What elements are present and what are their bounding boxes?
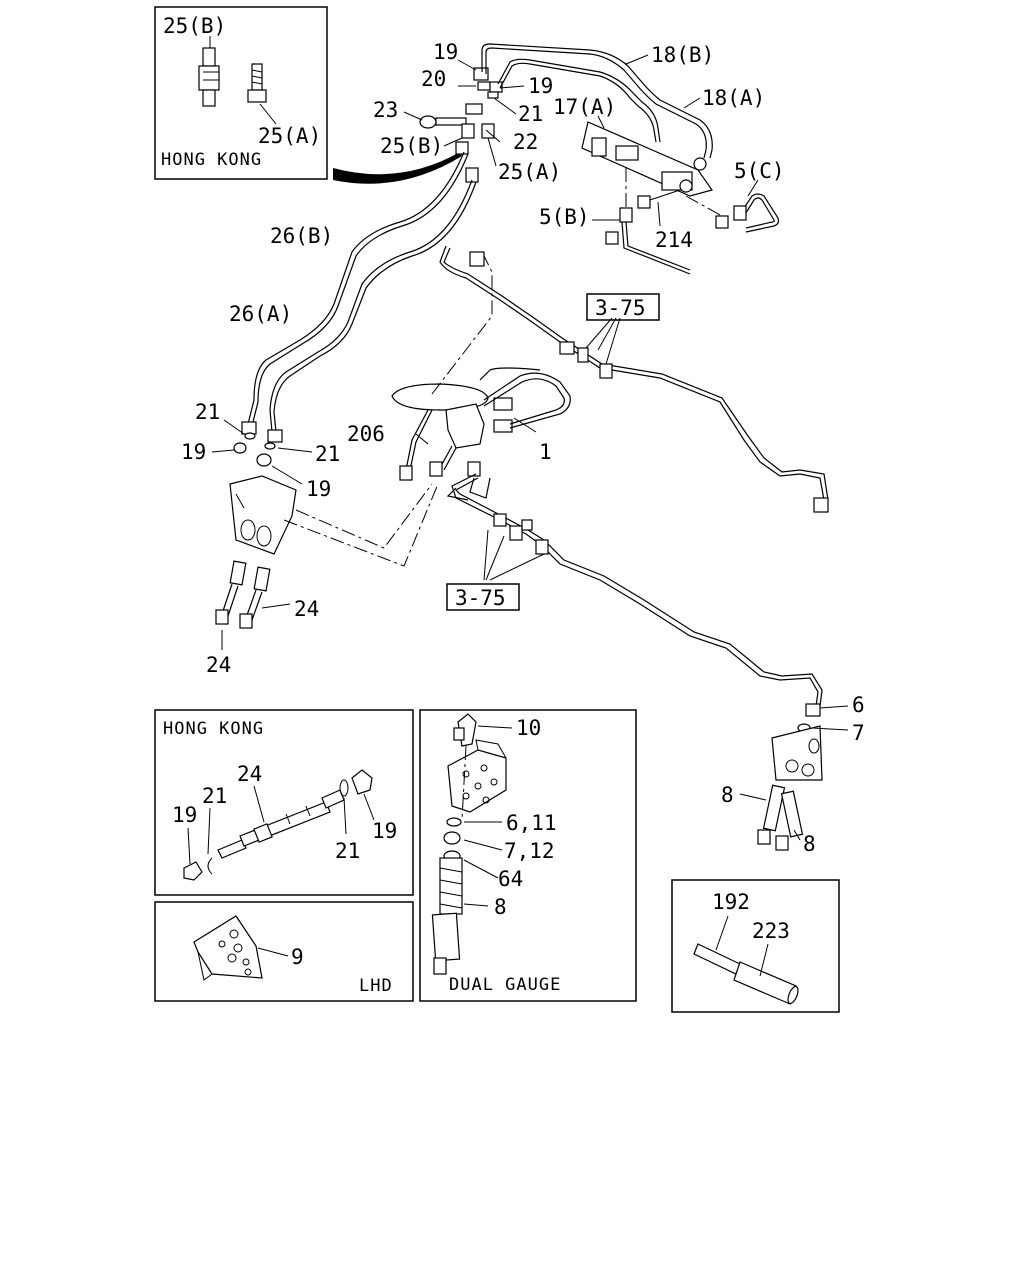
arrow-pointer (333, 152, 462, 184)
leaders-top (403, 54, 759, 227)
label-8-dual: 8 (494, 895, 507, 919)
label-10: 10 (516, 716, 541, 740)
caption-hong-kong: HONG KONG (161, 150, 262, 170)
callout-5b: 5(B) (539, 205, 590, 229)
pipe-5b (605, 207, 691, 275)
callouts: 19 20 19 21 22 23 25(B) 25(A) 18(B) 18(A… (181, 40, 865, 856)
sleeve-223 (733, 961, 797, 1005)
label-7-12: 7,12 (504, 839, 555, 863)
callout-206: 206 (347, 422, 385, 446)
pipe-5c (715, 193, 780, 233)
label-25b: 25(B) (163, 14, 226, 38)
bracket-left (229, 475, 297, 555)
valve-assembly-17a (581, 121, 713, 209)
clip-21-left (207, 857, 213, 875)
caption-dual-gauge: DUAL GAUGE (449, 975, 561, 995)
inset-dual-gauge: 10 6,11 7,12 64 8 DUAL GAUGE (419, 709, 637, 1002)
pipe-26 (241, 151, 477, 443)
caption-hong-kong-2: HONG KONG (163, 719, 264, 739)
pipe-upper-right (439, 245, 829, 513)
label-19-detail-a: 19 (172, 803, 197, 827)
callout-25a: 25(A) (498, 160, 561, 184)
inset-lhd: 9 LHD (154, 901, 414, 1002)
fittings-left (211, 419, 313, 485)
label-9: 9 (291, 945, 304, 969)
pipe-18 (481, 43, 713, 159)
pipe-lower (451, 473, 823, 707)
callout-6: 6 (852, 693, 865, 717)
label-223: 223 (752, 919, 790, 943)
clip-21-right (339, 779, 349, 797)
callout-21c: 21 (315, 442, 340, 466)
callout-19d: 19 (306, 477, 331, 501)
callout-18b: 18(B) (651, 43, 714, 67)
bracket-9 (193, 915, 263, 979)
callout-8a: 8 (721, 783, 734, 807)
fitting-25b (198, 47, 220, 107)
junction-block (419, 67, 503, 183)
callout-24b: 24 (206, 653, 231, 677)
ref-box-upper[interactable] (586, 293, 660, 321)
callout-21a: 21 (518, 102, 543, 126)
label-192: 192 (712, 890, 750, 914)
callout-23: 23 (373, 98, 398, 122)
callout-19b: 19 (528, 74, 553, 98)
inset-hose-detail: 192 223 (671, 879, 840, 1013)
hose-24-detail (217, 789, 345, 859)
callout-214: 214 (655, 228, 693, 252)
bracket-right (739, 703, 849, 851)
callout-7: 7 (852, 721, 865, 745)
fitting-25a (247, 63, 267, 103)
label-24-detail: 24 (237, 762, 262, 786)
ref-3-75-upper[interactable]: 3-75 (595, 296, 646, 320)
master-cylinder (391, 367, 571, 501)
callout-26b: 26(B) (270, 224, 333, 248)
caption-lhd: LHD (359, 976, 393, 996)
callout-24a: 24 (294, 597, 319, 621)
callout-1: 1 (539, 440, 552, 464)
nut-19-right (351, 769, 373, 795)
callout-25b: 25(B) (380, 134, 443, 158)
callout-22: 22 (513, 130, 538, 154)
ref-3-75-lower[interactable]: 3-75 (455, 586, 506, 610)
callout-5c: 5(C) (734, 159, 785, 183)
hoses-24 (215, 560, 291, 650)
callout-26a: 26(A) (229, 302, 292, 326)
callout-19a: 19 (433, 40, 458, 64)
callout-17a: 17(A) (553, 95, 616, 119)
label-25a: 25(A) (258, 124, 321, 148)
callout-19c: 19 (181, 440, 206, 464)
callout-20: 20 (421, 67, 446, 91)
callout-21b: 21 (195, 400, 220, 424)
nut-19-left (183, 861, 203, 881)
label-19-detail-b: 19 (372, 819, 397, 843)
label-64: 64 (498, 867, 523, 891)
inset-hong-kong-bottom: HONG KONG 24 21 19 21 19 (154, 709, 414, 896)
label-21-detail-b: 21 (335, 839, 360, 863)
ref-box-lower[interactable] (446, 583, 520, 611)
inset-hong-kong-top: 25(B) 25(A) HONG KONG (154, 6, 328, 180)
label-6-11: 6,11 (506, 811, 557, 835)
label-21-detail-a: 21 (202, 784, 227, 808)
callout-8b: 8 (803, 832, 816, 856)
callout-18a: 18(A) (702, 86, 765, 110)
